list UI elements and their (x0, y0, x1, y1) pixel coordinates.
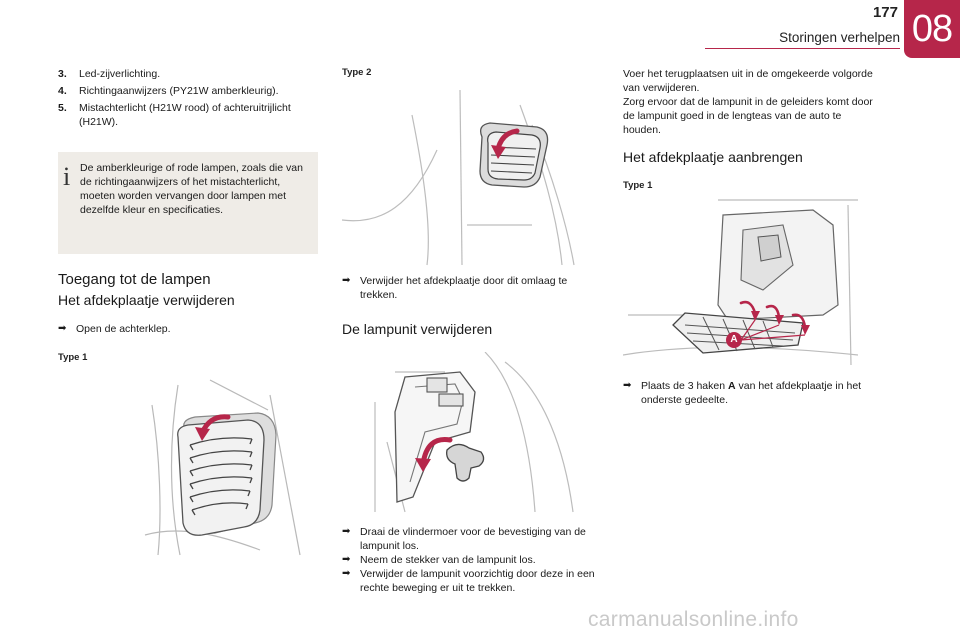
bullet-arrow-icon: ➡ (342, 568, 351, 579)
heading-lamp-access: Toegang tot de lampen (58, 271, 211, 288)
lamp-list: 3. Led-zijverlichting. 4. Richtingaanwij… (58, 67, 318, 129)
bullet-arrow-icon: ➡ (342, 526, 351, 537)
lamp-removal-steps: ➡ Draai de vlindermoer voor de bevestigi… (342, 525, 604, 595)
watermark: carmanualsonline.info (588, 608, 799, 631)
list-item: ➡ Verwijder de lampunit voorzichtig door… (342, 568, 595, 594)
refit-instructions: Voer het terugplaatsen uit in de omgekee… (623, 68, 873, 136)
list-item: ➡ Neem de stekker van de lampunit los. (342, 554, 536, 566)
list-item: 5. Mistachterlicht (H21W rood) of achter… (58, 102, 291, 128)
bullet-arrow-icon: ➡ (623, 380, 632, 391)
bullet-arrow-icon: ➡ (342, 554, 351, 565)
type-label: Type 2 (342, 67, 372, 78)
type-label: Type 1 (58, 352, 88, 363)
bullet-arrow-icon: ➡ (58, 323, 67, 334)
section-title: Storingen verhelpen (779, 30, 900, 45)
step-fit-hooks: ➡ Plaats de 3 haken A van het afdekplaat… (623, 380, 862, 406)
callout-a-circle (726, 332, 742, 348)
chapter-tab: 08 (904, 0, 960, 58)
chapter-number: 08 (911, 8, 953, 50)
heading-remove-lamp-unit: De lampunit verwijderen (342, 321, 493, 337)
list-item: 3. Led-zijverlichting. (58, 68, 161, 80)
callout-a-label: A (730, 334, 738, 345)
subheading-remove-cover: Het afdekplaatje verwijderen (58, 292, 235, 308)
list-item: ➡ Draai de vlindermoer voor de bevestigi… (342, 526, 586, 552)
info-icon: i (63, 162, 71, 191)
step-open-tailgate: ➡ Open de achterklep. (58, 323, 171, 335)
lamp-unit-illustration (374, 352, 574, 513)
heading-fit-cover: Het afdekplaatje aanbrengen (623, 149, 803, 165)
header-rule (705, 48, 900, 49)
cover-type1-illustration (144, 379, 301, 556)
cover-fit-illustration (623, 199, 858, 366)
type-label: Type 1 (623, 180, 653, 191)
cover-type2-illustration (342, 89, 575, 266)
list-item: 4. Richtingaanwijzers (PY21W amberkleuri… (58, 85, 279, 97)
bullet-arrow-icon: ➡ (342, 275, 351, 286)
info-box (58, 152, 318, 254)
page-number: 177 (872, 4, 898, 21)
info-text: De amberkleurige of rode lampen, zoals d… (80, 162, 303, 216)
step-pull-cover: ➡ Verwijder het afdekplaatje door dit om… (342, 275, 568, 301)
